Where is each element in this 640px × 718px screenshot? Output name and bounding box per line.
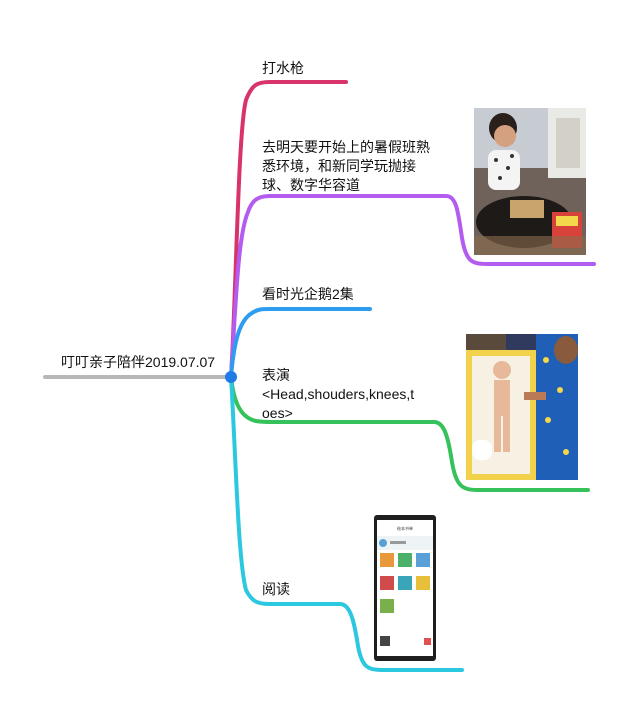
- branch-line-summer-class: [229, 194, 596, 379]
- topic-perform-line-1: 表演: [262, 367, 290, 383]
- photo-summer-class: [474, 108, 586, 255]
- topic-penguins[interactable]: 看时光企鹅2集: [262, 286, 354, 302]
- branch-line-penguins: [229, 307, 372, 379]
- topic-water-gun[interactable]: 打水枪: [262, 60, 304, 76]
- branch-line-perform: [229, 375, 590, 492]
- topic-summer-class-line-1: 去明天要开始上的暑假班熟: [262, 139, 430, 155]
- phone-screenshot: [374, 515, 436, 661]
- root-hub: [225, 371, 237, 383]
- branch-line-water-gun: [229, 80, 348, 379]
- topic-perform[interactable]: 表演 <Head,shouders,knees,t oes>: [262, 366, 414, 423]
- photo-perform: [466, 334, 578, 480]
- topic-perform-line-3: oes>: [262, 405, 293, 421]
- branch-line-reading: [229, 375, 464, 672]
- topic-summer-class-line-3: 球、数字华容道: [262, 177, 360, 193]
- phone-screen-header: 绘本书单: [397, 525, 413, 531]
- topic-reading[interactable]: 阅读: [262, 581, 290, 597]
- topic-summer-class[interactable]: 去明天要开始上的暑假班熟 悉环境，和新同学玩抛接 球、数字华容道: [262, 138, 430, 195]
- topic-perform-line-2: <Head,shouders,knees,t: [262, 386, 415, 402]
- root-topic[interactable]: 叮叮亲子陪伴2019.07.07: [61, 354, 216, 370]
- topic-summer-class-line-2: 悉环境，和新同学玩抛接: [262, 158, 416, 174]
